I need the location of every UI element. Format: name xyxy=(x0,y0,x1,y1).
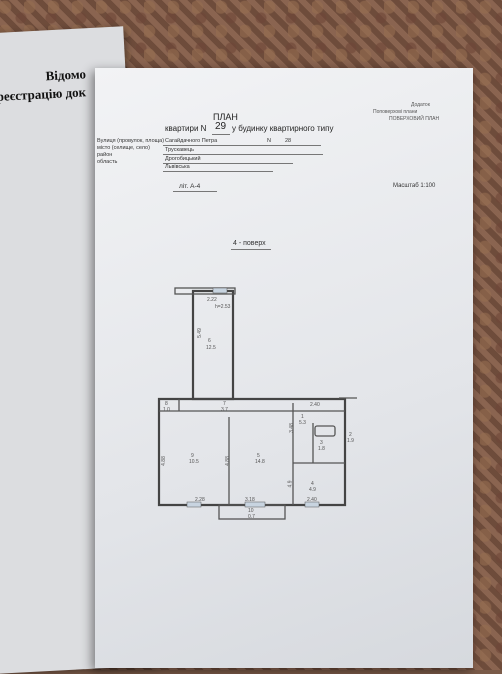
floor-underline xyxy=(231,249,271,250)
region-label: область xyxy=(97,159,118,165)
street-value: Сагайдачного Петра xyxy=(165,138,218,144)
window-room-4 xyxy=(304,501,320,508)
dim-bottom-right: 2.40 xyxy=(307,497,317,503)
district-underline xyxy=(163,163,293,164)
appendix-label: Додаток xyxy=(411,102,430,108)
dim-right-vertical: 3.48 xyxy=(288,423,295,433)
top-balcony-slab xyxy=(174,287,236,295)
apartment-number-underline xyxy=(212,134,230,135)
room-5-number: 5 xyxy=(257,453,260,459)
hall-8-area: 1.0 xyxy=(163,407,170,413)
window-room-5 xyxy=(244,501,266,508)
street-label: Вулиця (провулок, площа) xyxy=(97,138,165,144)
dim-height: h=2.53 xyxy=(215,304,231,310)
liter-label: літ. А-4 xyxy=(179,183,201,190)
house-label: N xyxy=(267,138,271,144)
corridor-7-area: 3.7 xyxy=(221,407,228,413)
dim-left-vertical: 4.88 xyxy=(160,456,167,466)
room-2-number: 2 xyxy=(349,432,352,438)
room-3-number: 3 xyxy=(320,440,323,446)
dim-top-right: 2.40 xyxy=(310,402,320,408)
hall-8-number: 8 xyxy=(165,401,168,407)
back-page-text-2: реєстрацію док xyxy=(0,84,87,104)
apartment-outline xyxy=(157,397,347,507)
balcony-10-number: 10 xyxy=(248,508,254,514)
title-apartment-prefix: квартири N xyxy=(165,124,207,133)
dim-top-balcony: 2.22 xyxy=(207,297,217,303)
floor-label: 4 - поверх xyxy=(233,240,266,247)
bathtub xyxy=(314,425,336,437)
city-underline xyxy=(163,154,323,155)
dim-room-6-side: 5.49 xyxy=(196,328,203,338)
city-value: Трускавець xyxy=(165,147,195,153)
house-value: 28 xyxy=(285,138,292,144)
room-4-number: 4 xyxy=(311,481,314,487)
district-label: район xyxy=(97,152,113,158)
room-9-number: 9 xyxy=(191,453,194,459)
window-room-9 xyxy=(186,501,202,508)
liter-underline xyxy=(173,191,217,192)
room-1-number: 1 xyxy=(301,414,304,420)
street-underline xyxy=(163,145,321,146)
balcony-10-area: 0.7 xyxy=(248,514,255,520)
title-building-type: у будинку квартирного типу xyxy=(232,124,334,133)
room-4-area: 4.9 xyxy=(309,487,316,493)
room-6-area: 12.5 xyxy=(206,345,216,351)
region-value: Львівська xyxy=(165,164,190,170)
room-3-area: 1.8 xyxy=(318,446,325,452)
dim-room-4-vertical: 4.9 xyxy=(287,480,294,488)
window-top xyxy=(212,287,228,294)
district-value: Дрогобицький xyxy=(165,156,201,162)
floor-plan-drawing xyxy=(157,287,357,520)
dim-middle-vertical: 4.88 xyxy=(224,456,231,466)
dim-bottom-middle: 3.18 xyxy=(245,497,255,503)
city-label: місто (селище, село) xyxy=(97,145,150,151)
floor-plan-page: Додаток Поповерхові плани ПОВЕРХОВИЙ ПЛА… xyxy=(95,68,473,668)
back-page-text-1: Відомо xyxy=(45,66,87,84)
room-2-area: 1.9 xyxy=(347,438,354,444)
document-title: ПЛАН xyxy=(213,112,238,122)
scale-label: Масштаб 1:100 xyxy=(393,183,436,189)
corridor-7-number: 7 xyxy=(223,401,226,407)
dim-bottom-left: 2.28 xyxy=(195,497,205,503)
room-6-number: 6 xyxy=(208,338,211,344)
floor-plans-label: Поповерхові плани xyxy=(373,109,418,115)
floor-plan-label: ПОВЕРХОВИЙ ПЛАН xyxy=(389,116,440,122)
apartment-number: 29 xyxy=(215,121,227,132)
room-5-area: 14.8 xyxy=(255,459,265,465)
room-1-area: 5.3 xyxy=(299,420,306,426)
region-underline xyxy=(163,171,273,172)
room-9-area: 10.5 xyxy=(189,459,199,465)
